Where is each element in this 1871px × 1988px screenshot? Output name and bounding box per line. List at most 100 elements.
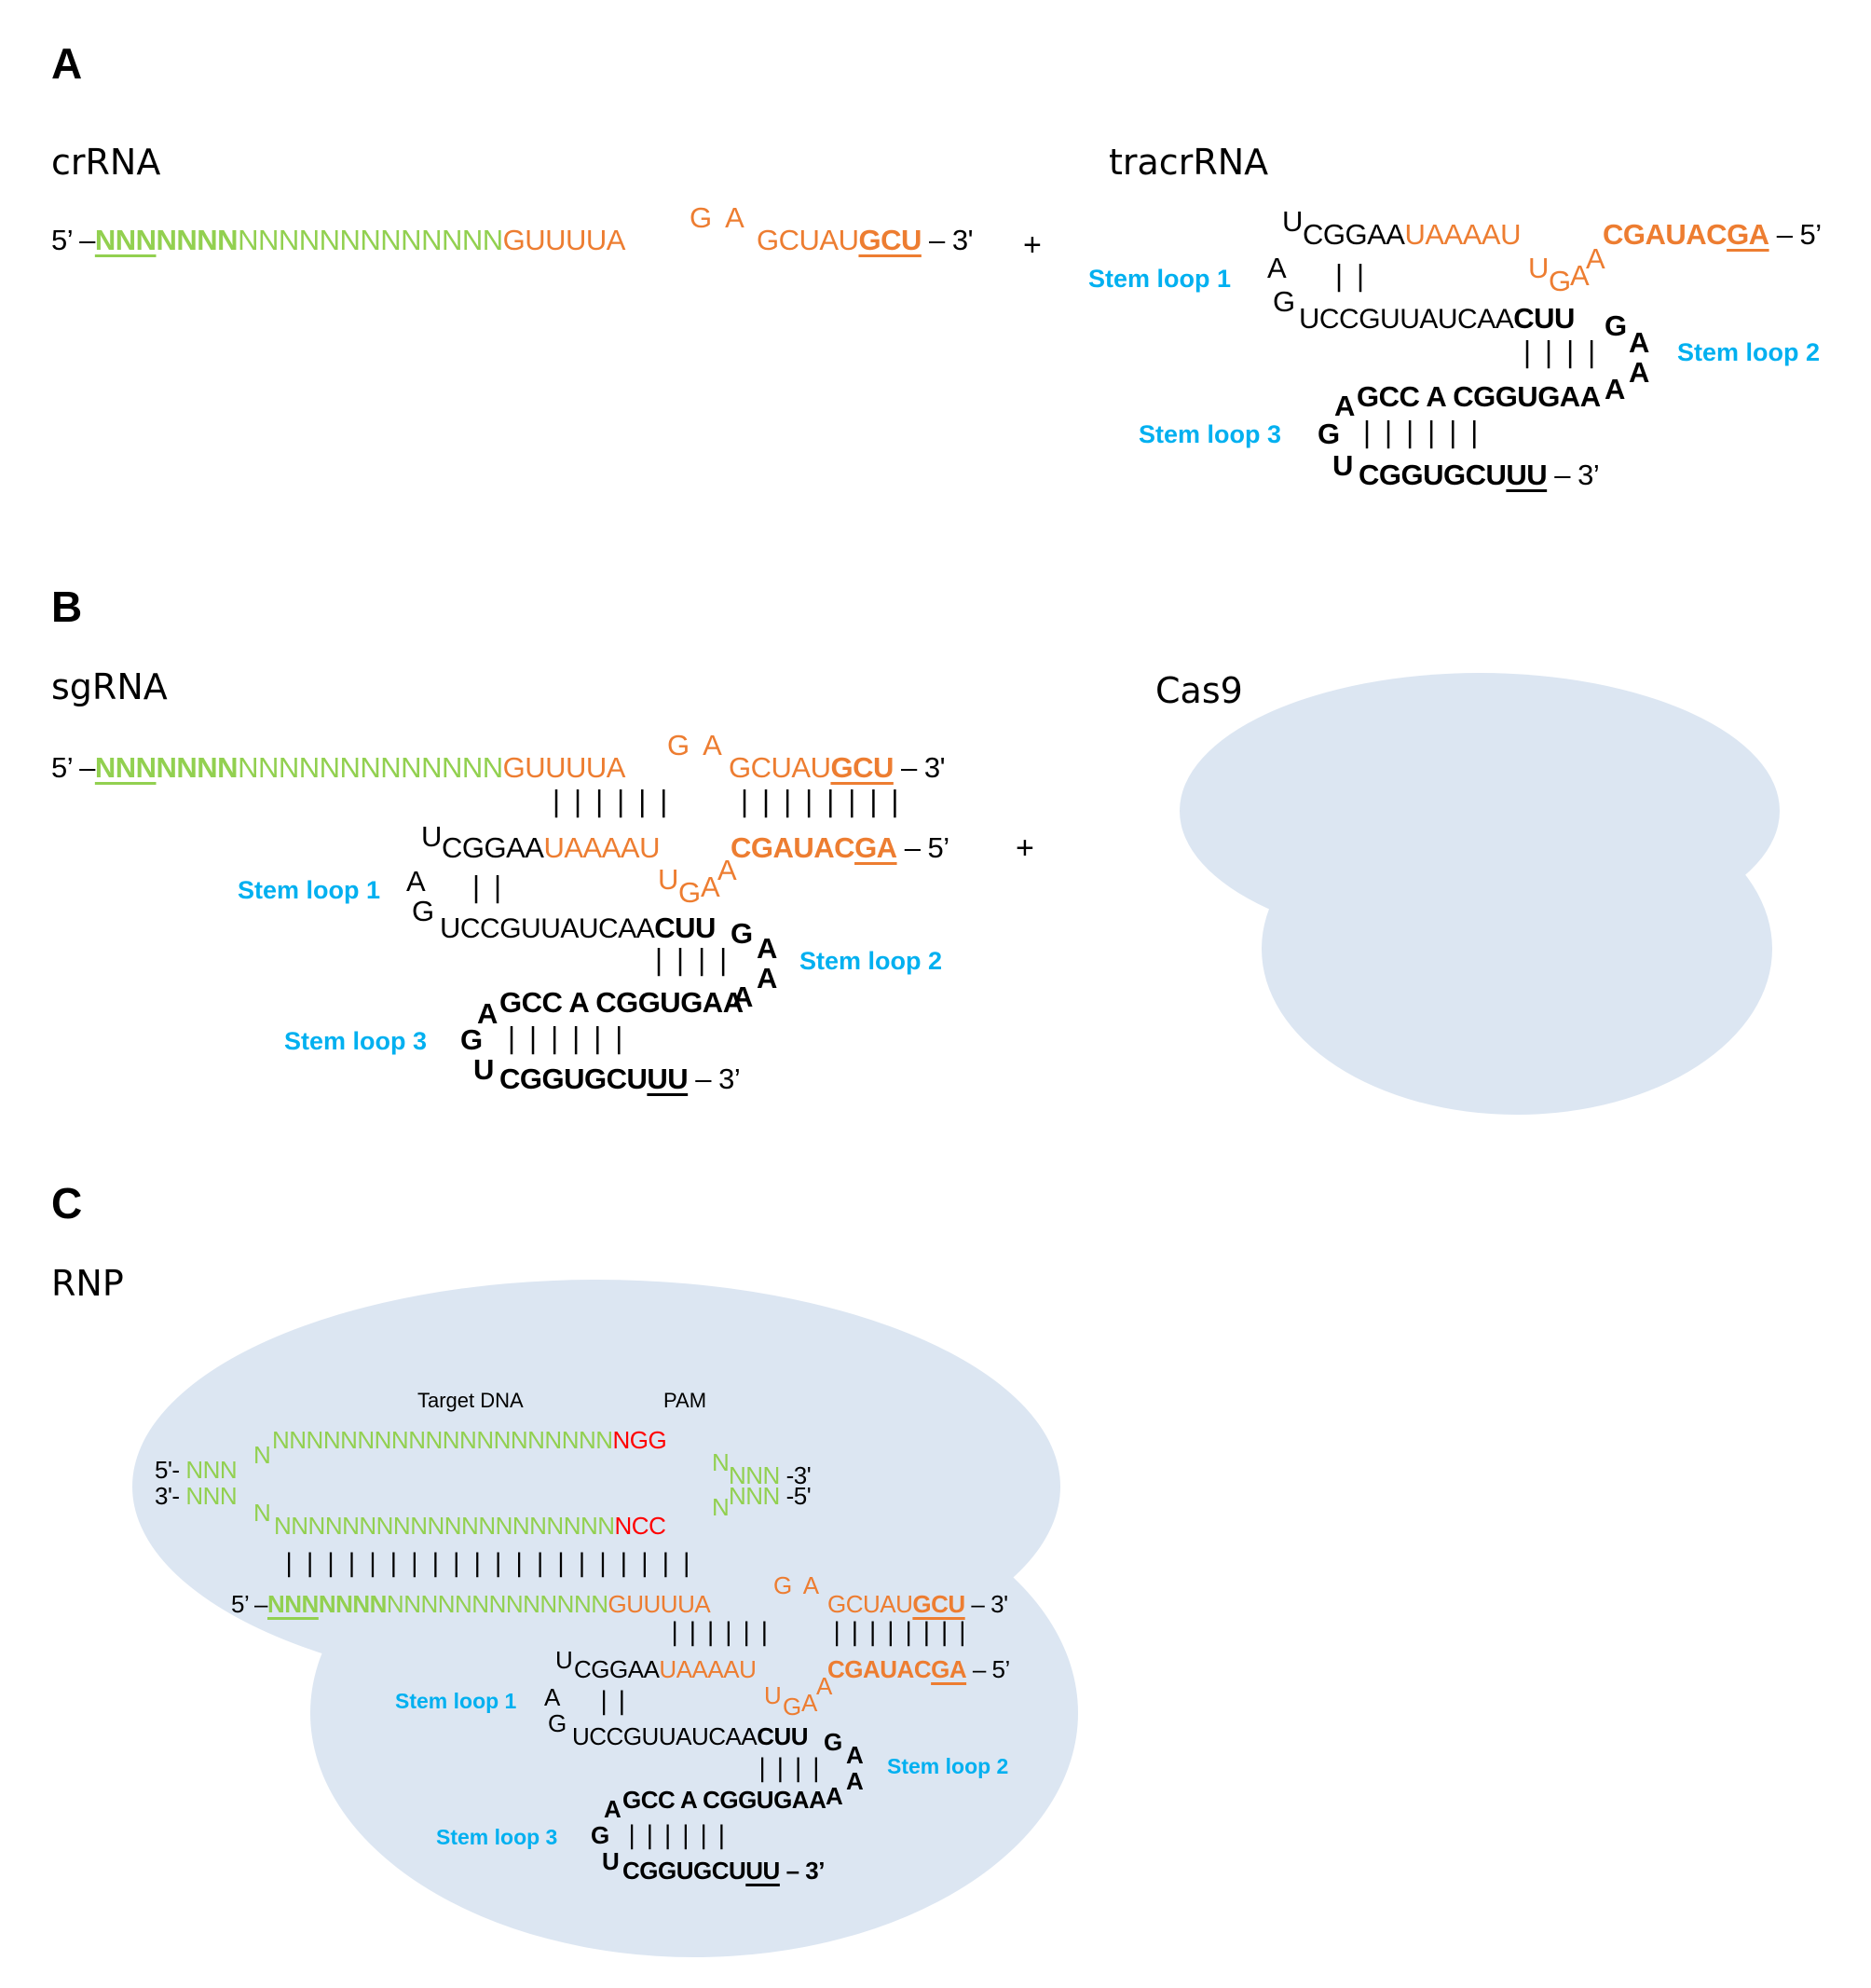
guide-dna-pairs: |||||||||||||||||||| — [281, 1549, 701, 1578]
rnp-spacer: NNNNNNNNNNNNN — [386, 1590, 608, 1618]
sgrna-bulge-a2: A — [717, 854, 737, 886]
tracr-bulge-u: U — [1528, 252, 1549, 284]
tracr-anti-repeat-underlined: GA — [1727, 218, 1769, 251]
tracr-sl2-a2: A — [1629, 356, 1649, 389]
stem-loop-1-label-c: Stem loop 1 — [395, 1689, 517, 1713]
tracr-anti-repeat: CGAUACGA – 5’ — [1603, 220, 1822, 249]
crrna-repeat-tail: GCUAUGCU – 3' — [757, 226, 973, 254]
sgrna-top-black: CGGAA — [442, 831, 544, 864]
tracr-mid-bold: CUU — [1513, 302, 1575, 335]
sgrna-anti-repeat-bold: CGAUAC — [731, 831, 855, 864]
sgrna-bulge-a1: A — [701, 871, 720, 903]
dna-top-flank-left: NNN — [185, 1456, 238, 1484]
tracr-anti-repeat-bold: CGAUAC — [1603, 218, 1728, 251]
tracr-sl3-pairs: |||||| — [1359, 417, 1488, 449]
rnp-sl2-a3: A — [826, 1782, 843, 1810]
dna-bottom-protospacer: NNNNNNNNNNNNNNNNNNNN — [274, 1512, 615, 1540]
sgrna-mid-u: U — [440, 912, 460, 944]
tracr-mid-u: U — [1299, 302, 1319, 335]
tracr-sl3-u: U — [1332, 449, 1353, 482]
rnp-mid-strand: UCCGUUAUCAACUU — [572, 1722, 809, 1750]
crrna-spacer: NNNNNNNNNNNNN — [238, 224, 503, 256]
rnp-mid-regular: CCGUUAUCAA — [589, 1722, 758, 1750]
rnp-seed-bold: NNNN — [318, 1590, 388, 1618]
dna-bottom-5prime: -5' — [785, 1482, 812, 1510]
sgrna-mid-bold: CUU — [654, 912, 716, 944]
pam-label: PAM — [663, 1389, 707, 1412]
tracr-sl2-g: G — [1605, 309, 1627, 342]
sgrna-sl1-a: A — [406, 865, 426, 898]
dna-bottom-protospacer-row: NNNNNNNNNNNNNNNNNNNNNCC — [274, 1512, 666, 1540]
dna-bottom-n-right: N — [712, 1493, 730, 1521]
rnp-tail-bold: CGGUGCU — [622, 1857, 746, 1885]
rnp-tracr-3prime: – 3’ — [785, 1857, 826, 1885]
tracr-mid-strand: UCCGUUAUCAACUU — [1299, 304, 1575, 334]
rnp-top-orange: UAAAAU — [659, 1655, 757, 1683]
sgrna-anti-repeat: CGAUACGA – 5’ — [731, 833, 949, 862]
dna-top-n-left: N — [253, 1441, 271, 1469]
panel-label-b: B — [51, 583, 83, 631]
rnp-sl3-g: G — [591, 1821, 609, 1849]
stem-loop-1-label-a: Stem loop 1 — [1088, 265, 1232, 293]
dna-bottom-pam-complement: NCC — [614, 1512, 666, 1540]
sgrna-sl3-u: U — [473, 1053, 494, 1086]
dna-bottom-n-left: N — [253, 1499, 271, 1527]
sgrna-lower-strand: GCC A CGGUGAA — [499, 986, 744, 1019]
rnp-repeat-tail: GCUAUGCU – 3' — [827, 1592, 1008, 1616]
rnp-5prime: 5’ – — [231, 1590, 267, 1618]
dna-top-right: NNN -3' — [729, 1461, 812, 1489]
rnp-sl1-g: G — [548, 1709, 567, 1737]
tracr-sl1-a: A — [1267, 252, 1287, 284]
rnp-lower-strand: GCC A CGGUGAA — [622, 1786, 826, 1814]
rnp-bulge-g: G — [783, 1693, 801, 1721]
rnp-sl2-a2: A — [846, 1767, 864, 1795]
dna-top-flank-right: NNN — [729, 1461, 780, 1489]
sgrna-tail: GCUAU — [729, 751, 831, 784]
sgrna-sl2-a1: A — [757, 932, 777, 965]
sgrna-tracr-5prime: – 5’ — [904, 831, 949, 864]
tracr-sl1-u: U — [1282, 205, 1303, 238]
stem-loop-3-label-b: Stem loop 3 — [284, 1027, 428, 1055]
tracr-3prime: – 3’ — [1554, 459, 1600, 491]
plus-sign-b: + — [1016, 830, 1034, 866]
dna-top-5prime: 5'- — [155, 1456, 180, 1484]
crrna-seed-bold: NNNN — [156, 224, 239, 256]
dna-bottom-flank-left: NNN — [185, 1482, 238, 1510]
tracr-mid-regular: CCGUUAUCAA — [1318, 304, 1514, 335]
tracr-top-orange: UAAAAU — [1404, 218, 1521, 251]
tracr-top-black: CGGAA — [1303, 218, 1405, 251]
rnp-sl2-pairs: |||| — [755, 1754, 827, 1783]
crrna-label: crRNA — [51, 142, 161, 183]
target-dna-label: Target DNA — [417, 1389, 524, 1412]
sgrna-repeat-pairs: |||||| — [548, 786, 677, 818]
rnp-mid-bold: CUU — [757, 1722, 809, 1750]
cas9-label: Cas9 — [1155, 670, 1243, 711]
sgrna-3prime: – 3' — [900, 751, 946, 784]
rnp-tracr-5prime: – 5’ — [972, 1655, 1010, 1683]
sgrna-crrna-part: 5’ –NNNNNNNNNNNNNNNNNNNNGUUUUA — [51, 753, 625, 782]
sgrna-label: sgRNA — [51, 666, 168, 707]
dna-bottom-flank-right: NNN — [729, 1482, 780, 1510]
panel-label-c: C — [51, 1179, 83, 1227]
sgrna-repeat-tail: GCUAUGCU – 3' — [729, 753, 945, 782]
tracr-bulge-a2: A — [1586, 242, 1605, 275]
rnp-top-black: CGGAA — [574, 1655, 660, 1683]
sgrna-mid-regular: CCGUUAUCAA — [459, 913, 655, 944]
panel-label-a: A — [51, 39, 83, 88]
rnp-lower-a: A — [604, 1795, 621, 1823]
rnp-bulge-a1: A — [801, 1689, 817, 1717]
stem-loop-2-label-b: Stem loop 2 — [799, 947, 943, 975]
tracr-sl2-a1: A — [1629, 326, 1649, 359]
sgrna-sl2-g: G — [731, 917, 753, 950]
crrna-sequence: 5’ –NNNNNNNNNNNNNNNNNNNNGUUUUA — [51, 226, 625, 254]
crrna-5prime: 5’ – — [51, 224, 95, 256]
rnp-repeat-pairs: |||||| — [667, 1618, 775, 1647]
tracr-5prime: – 5’ — [1776, 218, 1822, 251]
rnp-anti-repeat: CGAUACGA – 5’ — [827, 1657, 1010, 1681]
rnp-sl2-a1: A — [846, 1741, 864, 1769]
rnp-mid-u: U — [572, 1722, 590, 1750]
rnp-crrna-part: 5’ –NNNNNNNNNNNNNNNNNNNNGUUUUA — [231, 1590, 711, 1618]
sgrna-bulge-g: G — [678, 876, 701, 909]
sgrna-mid-strand: UCCGUUAUCAACUU — [440, 913, 716, 943]
tracr-sl1-pairs: || — [1331, 260, 1374, 293]
